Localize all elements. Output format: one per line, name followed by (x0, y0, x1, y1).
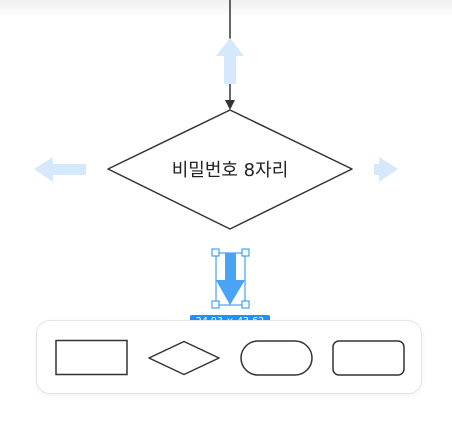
resize-handle-bottom-right[interactable] (241, 300, 250, 309)
rectangle-shape-icon[interactable] (55, 339, 129, 377)
decision-shape[interactable] (107, 109, 353, 230)
resize-handle-bottom-left[interactable] (211, 300, 220, 309)
rounded-square-shape-icon[interactable] (332, 340, 406, 376)
add-right-arrow-body (374, 164, 382, 175)
add-right-arrow-icon[interactable] (374, 157, 398, 182)
selected-down-arrow-icon[interactable] (216, 253, 245, 305)
diamond-shape-icon[interactable] (147, 340, 221, 376)
rounded-rectangle-shape-icon[interactable] (240, 340, 314, 376)
decision-label[interactable]: 비밀번호 8자리 (172, 160, 289, 181)
add-left-arrow-icon[interactable] (34, 157, 86, 182)
resize-handle-top-left[interactable] (211, 248, 220, 257)
resize-handle-top-right[interactable] (241, 248, 250, 257)
connector-arrowhead (225, 100, 235, 110)
add-up-arrow-icon[interactable] (216, 38, 244, 84)
shape-palette (36, 320, 422, 394)
top-edge-shadow (0, 0, 452, 18)
